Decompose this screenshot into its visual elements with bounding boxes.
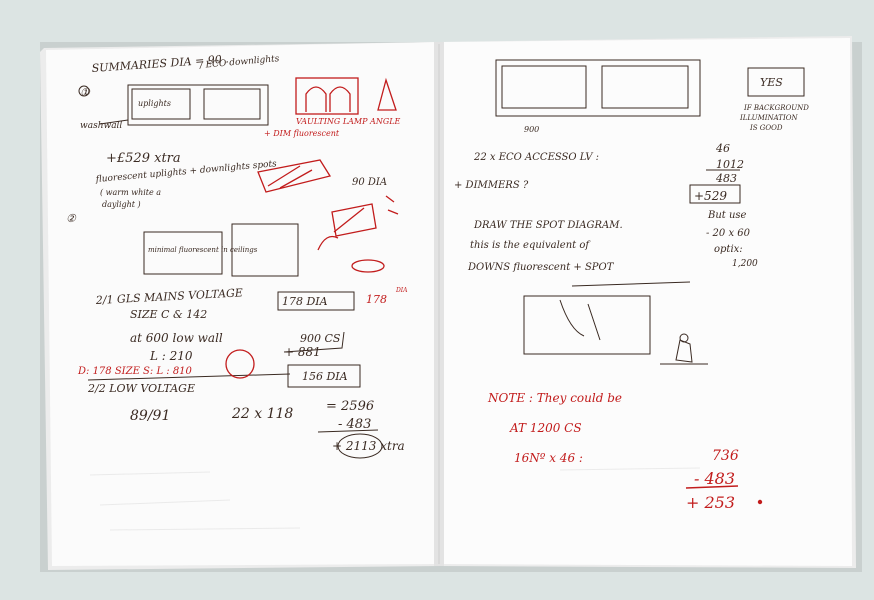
dim-fluorescent-note: + DIM fluorescent <box>264 129 340 138</box>
red-note-line: NOTE : They could be <box>487 391 622 405</box>
ceiling-plan-1-outline <box>127 84 269 126</box>
if-background-note: IF BACKGROUND <box>743 104 809 112</box>
right-page-sketches <box>495 59 805 365</box>
red-253: + 253 <box>686 493 735 512</box>
ceiling-plan-1-right <box>203 88 261 120</box>
red-ellipse <box>351 259 385 273</box>
red-curve <box>317 235 339 251</box>
downs-spot-note: DOWNS fluorescent + SPOT <box>467 262 615 273</box>
spot-diagram-top <box>571 281 691 287</box>
value-1012: 1012 <box>716 158 744 171</box>
ceiling-plan-1-left <box>131 88 191 120</box>
divider-line <box>87 373 291 381</box>
low-voltage-line: 2/2 LOW VOLTAGE <box>87 382 195 395</box>
red-arches <box>305 86 351 112</box>
uplights-label: uplights <box>138 99 171 108</box>
illumination-note: ILLUMINATION <box>739 114 798 122</box>
ceiling-plan-3-outline <box>495 59 701 117</box>
dia-178-box-label: 178 DIA <box>282 295 328 308</box>
bleed-through <box>89 467 701 531</box>
dimmers-note: + DIMMERS ? <box>454 180 529 191</box>
dia-178-box <box>277 291 355 311</box>
total-881-bracket <box>283 331 345 353</box>
red-marks <box>385 195 399 215</box>
item-1-circle <box>78 85 90 97</box>
red-calc-line: 16Nº x 46 : <box>514 451 583 465</box>
red-spot-sketch <box>331 203 377 237</box>
price-529-note: +£529 xtra <box>106 151 181 166</box>
value-483: 483 <box>715 172 737 185</box>
red-light-fitting <box>257 159 332 193</box>
dia-90-note: 90 DIA <box>352 177 387 188</box>
at-600-note: at 600 low wall <box>130 331 223 345</box>
ceiling-plan-3-left <box>501 65 587 109</box>
optix-note: optix: <box>714 244 743 255</box>
warm-white-note: ( warm white a <box>100 188 161 197</box>
red-dot <box>757 499 763 505</box>
dia-156-box <box>287 364 361 388</box>
right-page <box>442 38 852 566</box>
washwall-arrow <box>99 119 129 125</box>
yes-label: YES <box>760 76 783 89</box>
draw-spot-note: DRAW THE SPOT DIAGRAM. <box>473 220 623 231</box>
red-at-1200: AT 1200 CS <box>509 421 582 435</box>
ceiling-plan-3-right <box>601 65 689 109</box>
dia-178-red: 178 <box>366 293 387 306</box>
equivalent-note: this is the equivalent of <box>470 240 591 251</box>
val-2596-note: = 2596 <box>326 399 374 414</box>
left-page-red-sketches <box>225 77 399 379</box>
item-2-marker: ② <box>66 212 77 225</box>
left-page-sketches <box>78 84 383 459</box>
red-736: 736 <box>712 448 739 464</box>
red-483: - 483 <box>694 469 735 488</box>
circled-2113 <box>337 433 383 459</box>
value-46: 46 <box>715 142 730 155</box>
washwall-label: washwall <box>80 121 122 131</box>
red-fitting-hatch <box>267 165 313 189</box>
spot-diagram-rays <box>559 299 601 341</box>
total-529-box <box>689 184 741 204</box>
x118-note: 22 x 118 <box>231 406 293 422</box>
val-483-note: - 483 <box>338 417 371 432</box>
l-210-note: L : 210 <box>149 349 193 363</box>
right-page-notes: YES IF BACKGROUND ILLUMINATION IS GOOD 9… <box>454 76 809 512</box>
is-good-note: IS GOOD <box>749 124 783 132</box>
minimal-fluorescent-label: minimal fluorescent in ceilings <box>148 246 258 254</box>
but-use-note: But use <box>707 210 747 221</box>
cs-900-note: 900 CS <box>300 332 341 345</box>
dia-156-label: 156 DIA <box>302 370 348 383</box>
eco-accesso-line: 22 x ECO ACCESSO LV : <box>473 152 599 163</box>
red-size-line: D: 178 SIZE S: L : 810 <box>77 366 193 377</box>
red-lamp-cone <box>377 77 397 111</box>
ceiling-plan-2-left <box>143 231 223 275</box>
subtraction-line <box>317 429 379 433</box>
right-page-red-sketches <box>685 485 763 505</box>
size-line: SIZE C & 142 <box>130 308 207 321</box>
daylight-note: daylight ) <box>102 200 141 209</box>
spot-diagram-box <box>523 295 651 355</box>
value-529: +529 <box>694 189 727 203</box>
vaulting-lamp-note: VAULTING LAMP ANGLE <box>296 117 401 126</box>
red-circle-810 <box>225 349 255 379</box>
dia-178-sup: DIA <box>395 287 408 294</box>
ratio-note: 89/91 <box>130 408 170 424</box>
small-figure-head <box>679 333 689 343</box>
num-900: 900 <box>524 125 539 134</box>
spec-20x60: - 20 x 60 <box>706 228 751 239</box>
ceiling-plan-2-right <box>231 223 299 277</box>
val-2113-note: + 2113 xtra <box>332 439 405 453</box>
item-1-marker: ① <box>80 86 91 99</box>
small-figure <box>675 339 693 363</box>
plus-881-note: + 881 <box>284 345 321 359</box>
n1200-note: 1,200 <box>732 259 758 269</box>
red-arch-window <box>295 77 359 115</box>
yes-box <box>747 67 805 97</box>
red-spot-diagonal <box>333 207 365 233</box>
red-sum-line <box>685 485 739 489</box>
left-page <box>46 42 440 566</box>
